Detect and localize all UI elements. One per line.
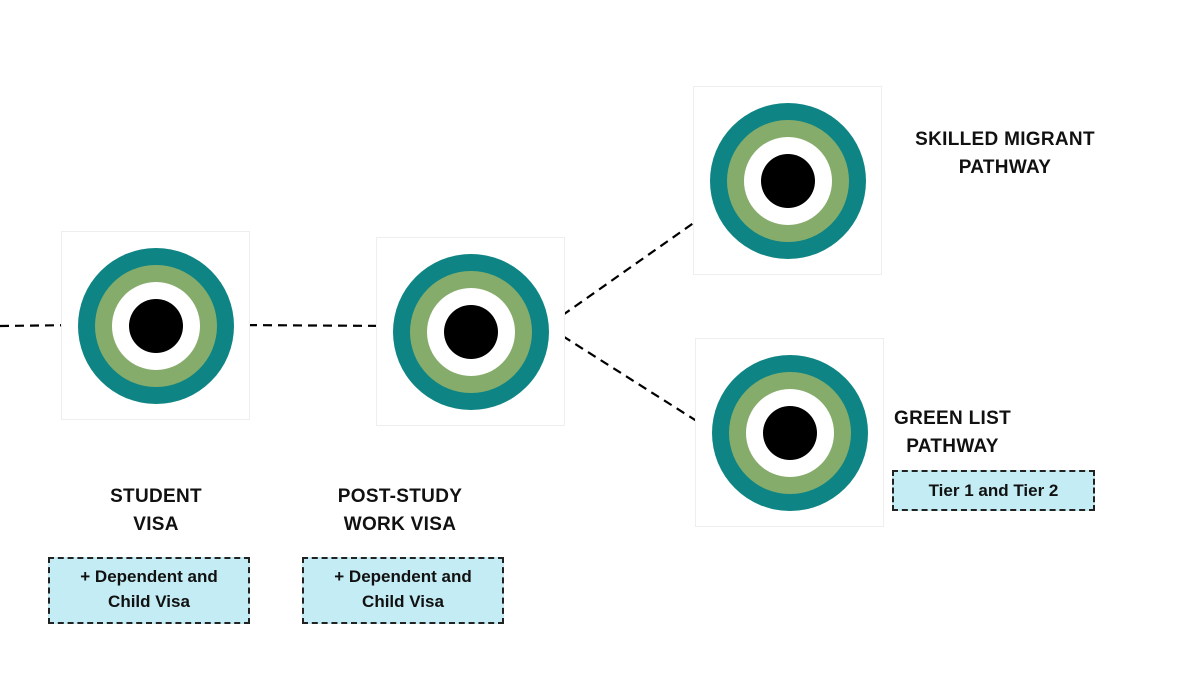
target-icon bbox=[77, 247, 234, 404]
tag-green-list-tiers: Tier 1 and Tier 2 bbox=[892, 470, 1095, 511]
connector-post-study-to-green-list bbox=[549, 327, 715, 433]
node-skilled-migrant-pathway bbox=[693, 86, 882, 275]
target-icon bbox=[709, 102, 866, 259]
target-icon bbox=[392, 253, 549, 410]
tag-post-study-dependent-visa: + Dependent and Child Visa bbox=[302, 557, 504, 624]
tag-student-dependent-visa: + Dependent and Child Visa bbox=[48, 557, 250, 624]
node-student-visa bbox=[61, 231, 250, 420]
label-skilled-migrant-pathway: SKILLED MIGRANT PATHWAY bbox=[915, 129, 1095, 178]
connector-student-to-post-study bbox=[232, 323, 396, 328]
label-green-list-pathway: GREEN LIST PATHWAY bbox=[893, 408, 1011, 457]
label-post-study-work-visa: POST-STUDY WORK VISA bbox=[337, 486, 463, 535]
label-student-visa: STUDENT VISA bbox=[110, 486, 202, 535]
node-green-list-pathway bbox=[695, 338, 884, 527]
target-icon bbox=[711, 354, 868, 511]
connector-post-study-to-skilled bbox=[549, 209, 713, 325]
node-post-study-work-visa bbox=[376, 237, 565, 426]
